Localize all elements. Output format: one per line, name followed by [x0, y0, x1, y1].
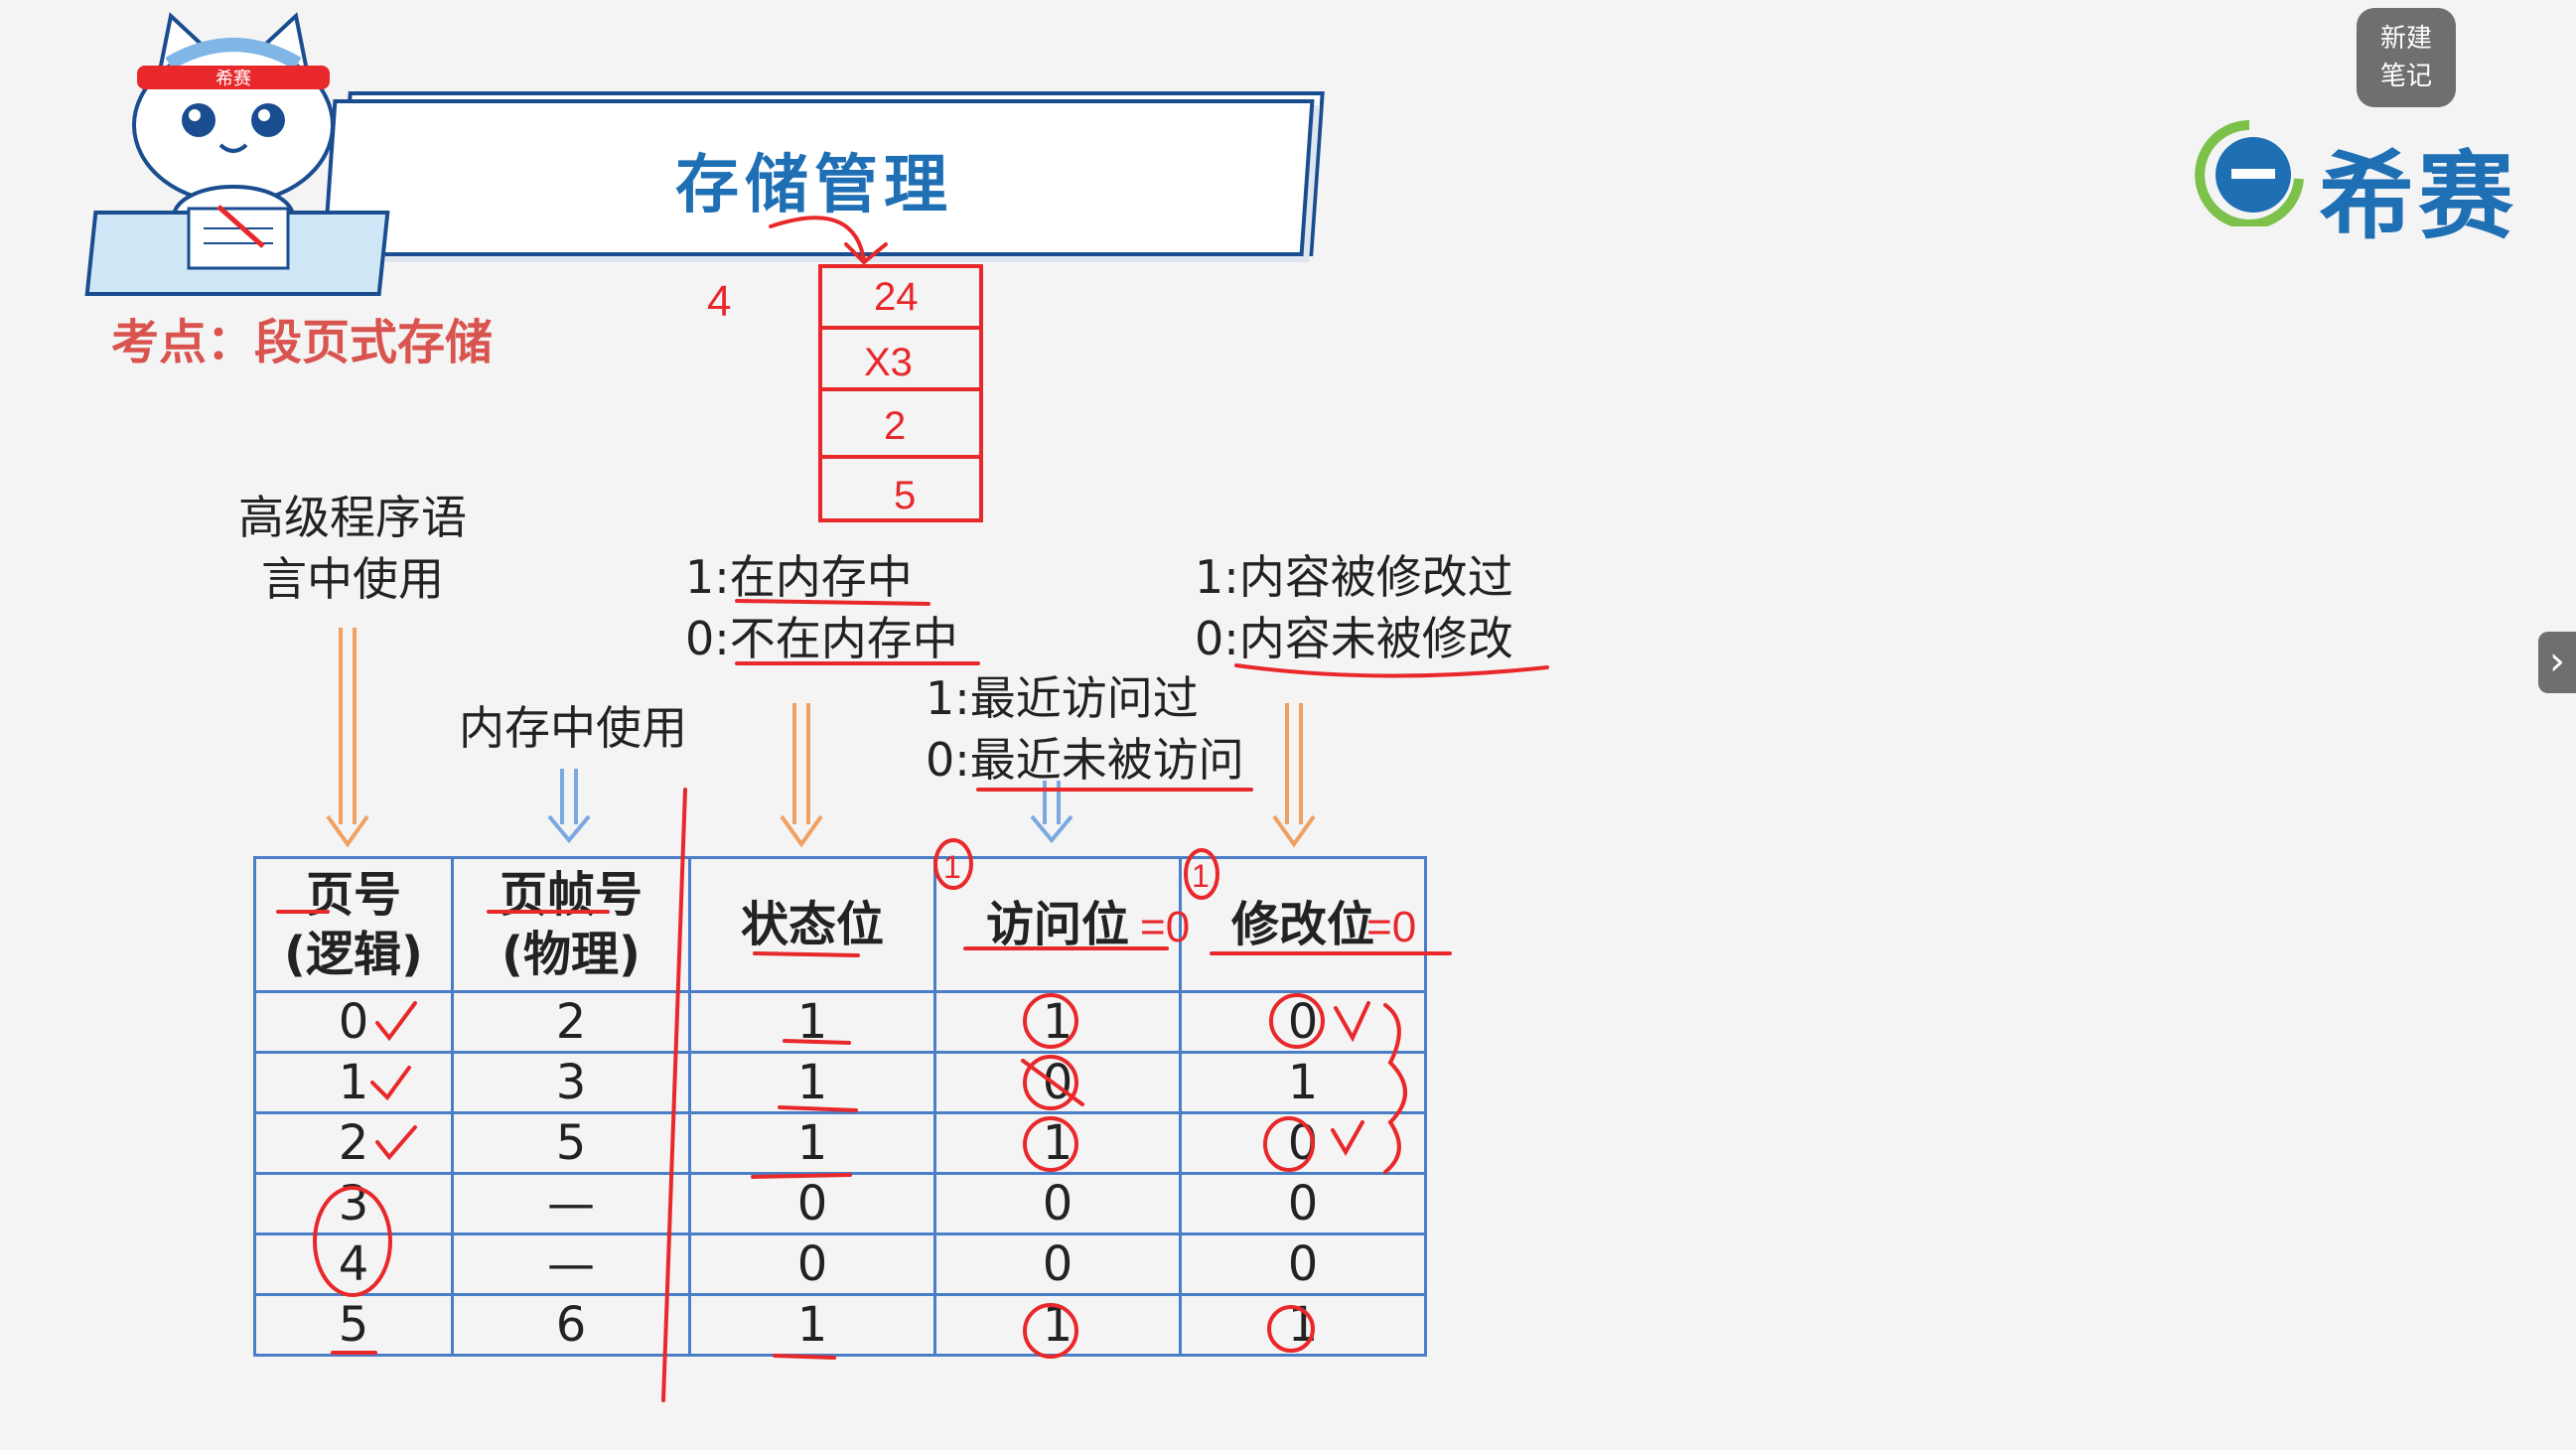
header-access-bit: 访问位	[933, 856, 1182, 993]
page-title: 存储管理	[675, 149, 953, 222]
cell-page: 2	[253, 1111, 454, 1175]
cell-page: 0	[253, 990, 454, 1054]
status-legend-1: 1:在内存中	[685, 550, 913, 604]
stack-number-label: 4	[707, 277, 731, 326]
high-level-label-line2: 言中使用	[261, 552, 444, 606]
status-legend: 1:在内存中 0:不在内存中	[685, 546, 958, 669]
cell-page: 1	[253, 1051, 454, 1114]
cell-status: 1	[688, 1111, 936, 1175]
cell-page: 4	[253, 1232, 454, 1296]
new-note-label-1: 新建	[2379, 24, 2432, 54]
cell-frame: —	[451, 1232, 691, 1296]
cell-modify: 0	[1179, 1111, 1427, 1175]
cell-frame: 5	[451, 1111, 691, 1175]
cell-access: 0	[933, 1051, 1182, 1114]
cell-frame: 6	[451, 1293, 691, 1357]
new-note-label-2: 笔记	[2379, 62, 2432, 91]
cell-access: 1	[933, 1111, 1182, 1175]
stack-cell-3: 2	[884, 404, 906, 448]
status-legend-0: 0:不在内存中	[685, 612, 958, 665]
access-legend-1: 1:最近访问过	[926, 671, 1199, 725]
cell-access: 0	[933, 1232, 1182, 1296]
high-level-label-line1: 高级程序语	[238, 491, 467, 544]
cell-modify: 1	[1179, 1051, 1427, 1114]
cell-status: 1	[688, 1293, 936, 1357]
cell-frame: —	[451, 1172, 691, 1235]
header-page-no: 页号(逻辑)	[253, 856, 454, 993]
cell-status: 1	[688, 1051, 936, 1114]
cell-frame: 2	[451, 990, 691, 1054]
header-frame-no: 页帧号(物理)	[451, 856, 691, 993]
memory-use-label: 内存中使用	[459, 701, 687, 755]
memory-stack-box	[818, 264, 983, 522]
access-legend: 1:最近访问过 0:最近未被访问	[926, 667, 1244, 791]
high-level-label: 高级程序语 言中使用	[214, 487, 492, 610]
side-panel-toggle[interactable]: ›	[2538, 632, 2576, 693]
cell-access: 1	[933, 990, 1182, 1054]
topic-subtitle: 考点：段页式存储	[111, 315, 494, 370]
cell-page: 5	[253, 1293, 454, 1357]
new-note-button[interactable]: 新建 笔记	[2357, 8, 2456, 107]
modify-legend-1: 1:内容被修改过	[1195, 550, 1513, 604]
stack-cell-2: X3	[864, 341, 913, 384]
modify-legend: 1:内容被修改过 0:内容未被修改	[1195, 546, 1513, 669]
e-circle-logo-icon	[2195, 120, 2304, 226]
stack-cell-1: 24	[874, 275, 919, 319]
cat-mascot-icon: 希赛	[132, 12, 335, 244]
cell-access: 1	[933, 1293, 1182, 1357]
cell-page: 3	[253, 1172, 454, 1235]
cell-frame: 3	[451, 1051, 691, 1114]
cell-modify: 0	[1179, 990, 1427, 1054]
brand-logo-text: 希赛	[2319, 141, 2517, 252]
notepad-icon	[187, 205, 290, 270]
stack-cell-4: 5	[894, 474, 916, 517]
access-legend-0: 0:最近未被访问	[926, 733, 1244, 787]
table-header-row: 页号(逻辑) 页帧号(物理) 状态位 访问位 修改位	[253, 856, 1427, 993]
cell-status: 1	[688, 990, 936, 1054]
chevron-right-icon: ›	[2549, 639, 2565, 684]
modify-legend-0: 0:内容未被修改	[1195, 612, 1513, 665]
cell-status: 0	[688, 1232, 936, 1296]
cell-status: 0	[688, 1172, 936, 1235]
cell-modify: 0	[1179, 1172, 1427, 1235]
cell-modify: 1	[1179, 1293, 1427, 1357]
mascot-band-text: 希赛	[215, 69, 251, 89]
header-modify-bit: 修改位	[1179, 856, 1427, 993]
cell-access: 0	[933, 1172, 1182, 1235]
cell-modify: 0	[1179, 1232, 1427, 1296]
header-status-bit: 状态位	[688, 856, 936, 993]
